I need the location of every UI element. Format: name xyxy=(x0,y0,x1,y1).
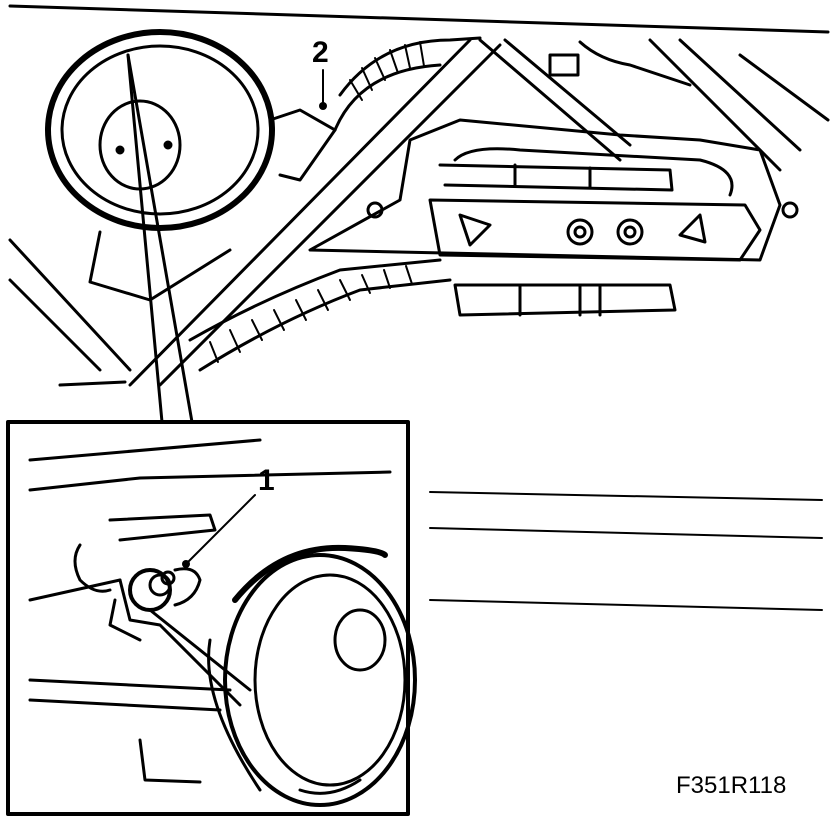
right-guide-lines xyxy=(429,491,823,611)
crossmember xyxy=(308,40,799,317)
frame-members xyxy=(8,38,830,387)
detail-inset xyxy=(6,420,417,816)
horn-overview xyxy=(45,29,337,302)
callout-2-leader xyxy=(319,69,327,110)
figure-code: F351R118 xyxy=(676,772,786,799)
callout-1-label: 1 xyxy=(258,464,275,497)
callout-2-label: 2 xyxy=(312,36,329,69)
inset-structure xyxy=(28,438,392,784)
mounting-bracket xyxy=(108,567,252,707)
chassis-overview xyxy=(8,4,830,424)
horn-detail xyxy=(207,544,417,807)
zoom-projection-lines xyxy=(126,53,194,424)
callout-1-leader xyxy=(182,494,256,568)
corrugated-hose xyxy=(188,36,482,372)
